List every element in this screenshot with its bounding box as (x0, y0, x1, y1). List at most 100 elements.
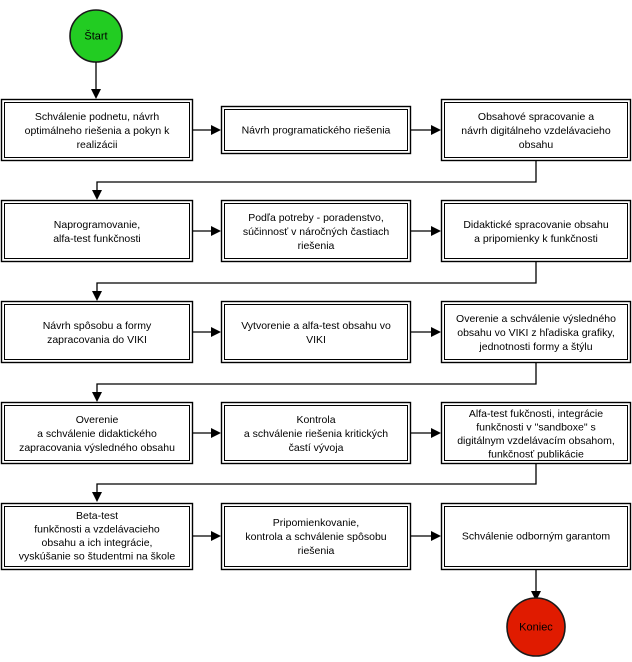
node-r4c2[interactable]: Kontrola a schválenie riešenia kritickýc… (220, 401, 412, 465)
edge-line (96, 262, 537, 294)
node-outer-border (220, 401, 412, 465)
node-inner-border (4, 102, 190, 158)
node-text-line: Naprogramovanie, (54, 219, 140, 231)
node-r4c3[interactable]: Alfa-test fukčnosti, integrácie funkčnos… (440, 401, 632, 465)
node-text-line: a pripomienky k funkčnosti (474, 233, 598, 245)
arrow-head-icon (431, 327, 441, 337)
node-inner-border (224, 405, 408, 461)
node-text-line: funkčnosť publikácie (488, 448, 584, 460)
arrow-head-icon (211, 327, 221, 337)
node-inner-border (444, 506, 628, 567)
node-r3c1[interactable]: Návrh spôsobu a formy zapracovania do VI… (0, 300, 194, 364)
edge-r5c3-to-end (531, 570, 541, 601)
node-outer-border (220, 502, 412, 571)
end-label: Koniec (519, 621, 553, 633)
node-inner-border (444, 304, 628, 360)
node-text-line: Návrh programatického riešenia (242, 124, 391, 136)
node-r1c3[interactable]: Obsahové spracovanie a návrh digitálneho… (440, 98, 632, 162)
edge-line (96, 363, 537, 395)
node-text-line: a schválenie riešenia kritických (244, 428, 388, 440)
edge-r4c2-to-r4c3 (411, 428, 441, 438)
node-inner-border (4, 405, 190, 461)
node-text-line: alfa-test funkčnosti (53, 233, 141, 245)
edge-r5c2-to-r5c3 (411, 531, 441, 541)
arrow-head-icon (211, 125, 221, 135)
node-text-line: VIKI (306, 334, 326, 346)
node-inner-border (444, 405, 628, 461)
node-inner-border (224, 506, 408, 567)
node-text-line: jednotnosti formy a štýlu (478, 341, 592, 353)
node-inner-border (224, 203, 408, 259)
node-r2c1[interactable]: Naprogramovanie, alfa-test funkčnosti (0, 199, 194, 263)
edge-r2c3-to-r3c1 (92, 262, 537, 301)
node-text-line: obsahu (519, 139, 554, 151)
node-end[interactable]: Koniec (506, 597, 566, 657)
node-outer-border (0, 502, 194, 571)
edge-r3c3-to-r4c1 (92, 363, 537, 402)
node-text-line: Kontrola (296, 414, 335, 426)
node-outer-border (220, 105, 412, 155)
node-outer-border (0, 199, 194, 263)
node-text-line: Schválenie odborným garantom (462, 530, 611, 542)
node-text-line: kontrola a schválenie spôsobu (245, 531, 386, 543)
node-r2c3[interactable]: Didaktické spracovanie obsahu a pripomie… (440, 199, 632, 263)
edge-r2c1-to-r2c2 (193, 226, 221, 236)
node-outer-border (440, 401, 632, 465)
node-text-line: optimálneho riešenia a pokyn k (25, 125, 171, 137)
node-text-line: súčinnosť v náročných častiach (243, 226, 390, 238)
node-text-line: obsahu vo VIKI z hľadiska grafiky, (457, 327, 615, 339)
node-text-line: častí vývoja (289, 442, 344, 454)
end-circle (506, 597, 566, 657)
arrow-head-icon (431, 226, 441, 236)
node-r2c2[interactable]: Podľa potreby - poradenstvo, súčinnosť v… (220, 199, 412, 263)
node-outer-border (440, 199, 632, 263)
edge-r5c1-to-r5c2 (193, 531, 221, 541)
node-start[interactable]: Štart (69, 9, 123, 63)
node-text-line: vyskúšanie so študentmi na škole (19, 550, 176, 562)
node-text-line: obsahu a ich integrácie, (42, 537, 153, 549)
edge-r4c1-to-r4c2 (193, 428, 221, 438)
node-text-line: Alfa-test fukčnosti, integrácie (469, 408, 603, 420)
node-text-line: Obsahové spracovanie a (478, 111, 594, 123)
edge-r4c3-to-r5c1 (92, 464, 537, 502)
edge-line (96, 464, 537, 495)
node-inner-border (444, 203, 628, 259)
node-text-line: Návrh spôsobu a formy (43, 320, 152, 332)
node-inner-border (4, 506, 190, 567)
edge-start-to-r1c1 (91, 62, 101, 99)
node-r4c1[interactable]: Overenie a schválenie didaktického zapra… (0, 401, 194, 465)
node-inner-border (4, 203, 190, 259)
node-text-line: Beta-test (76, 510, 118, 522)
node-r1c2[interactable]: Návrh programatického riešenia (220, 105, 412, 155)
arrow-head-icon (211, 226, 221, 236)
arrow-head-icon (92, 190, 102, 200)
node-inner-border (444, 102, 628, 158)
arrow-head-icon (92, 492, 102, 502)
node-r3c2[interactable]: Vytvorenie a alfa-test obsahu vo VIKI (220, 300, 412, 364)
node-text-line: Podľa potreby - poradenstvo, (248, 212, 384, 224)
node-outer-border (0, 98, 194, 162)
node-text-line: Pripomienkovanie, (273, 517, 359, 529)
start-label: Štart (84, 29, 107, 42)
node-text-line: zapracovania výsledného obsahu (19, 442, 175, 454)
node-r3c3[interactable]: Overenie a schválenie výsledného obsahu … (440, 300, 632, 364)
arrow-head-icon (431, 531, 441, 541)
node-text-line: riešenia (298, 240, 335, 252)
node-outer-border (440, 98, 632, 162)
node-r5c2[interactable]: Pripomienkovanie, kontrola a schválenie … (220, 502, 412, 571)
node-text-line: Vytvorenie a alfa-test obsahu vo (241, 320, 391, 332)
node-text-line: riešenia (298, 545, 335, 557)
node-r5c1[interactable]: Beta-test funkčnosti a vzdelávacieho obs… (0, 502, 194, 571)
arrow-head-icon (92, 291, 102, 301)
node-text-line: Didaktické spracovanie obsahu (463, 219, 608, 231)
edge-r1c3-to-r2c1 (92, 161, 537, 200)
arrow-head-icon (431, 428, 441, 438)
node-outer-border (440, 502, 632, 571)
node-r1c1[interactable]: Schválenie podnetu, návrh optimálneho ri… (0, 98, 194, 162)
node-outer-border (440, 300, 632, 364)
node-outer-border (220, 199, 412, 263)
node-text-line: realizácii (77, 139, 118, 151)
node-r5c3[interactable]: Schválenie odborným garantom (440, 502, 632, 571)
arrow-head-icon (92, 392, 102, 402)
